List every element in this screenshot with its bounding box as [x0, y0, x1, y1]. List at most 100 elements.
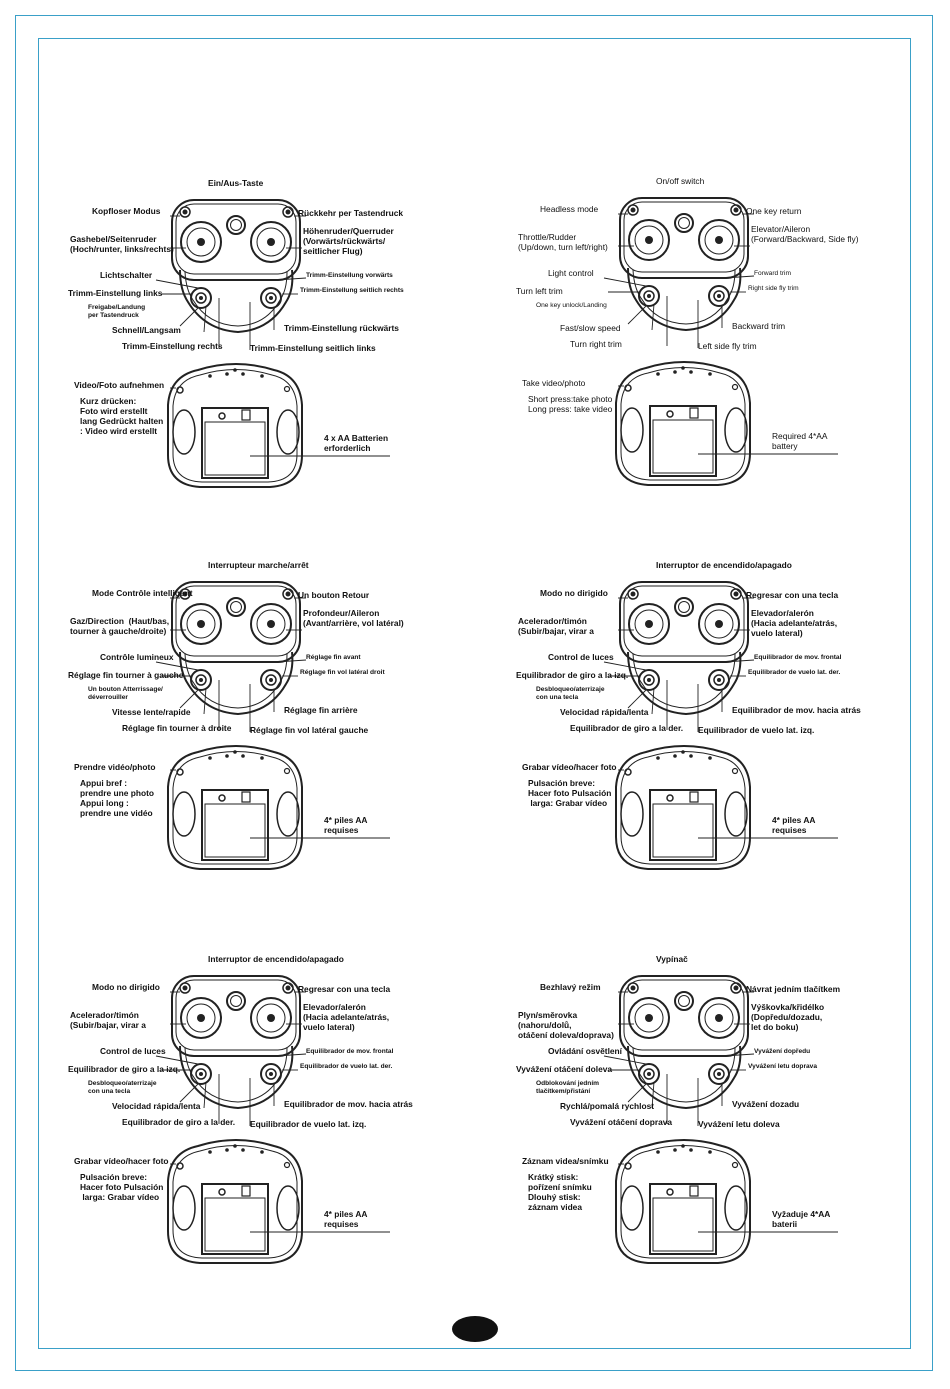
label-side-left: Equilibrador de vuelo lat. izq.	[698, 725, 815, 735]
label-left-trim: Trimm-Einstellung links	[68, 288, 163, 298]
label-light: Control de luces	[548, 652, 614, 662]
label-unlock: Odblokování jedním tlačítkem/přistání	[536, 1080, 600, 1095]
label-headless: Mode Contrôle intelligent	[92, 588, 193, 598]
label-forward-trim: Réglage fin avant	[306, 654, 361, 661]
label-elevator: Höhenruder/Querruder (Vorwärts/rückwärts…	[303, 226, 394, 256]
label-forward-trim: Equilibrador de mov. frontal	[306, 1048, 394, 1055]
label-light: Contrôle lumineux	[100, 652, 174, 662]
label-left-trim: Vyvážení otáčení doleva	[516, 1064, 613, 1074]
label-onoff: Interruptor de encendido/apagado	[656, 560, 792, 570]
label-video: Video/Foto aufnehmen	[74, 380, 165, 390]
transmitter-back	[615, 1139, 751, 1264]
label-right-trim: Trimm-Einstellung rechts	[122, 341, 223, 351]
label-backward: Vyvážení dozadu	[732, 1099, 800, 1109]
leader-lines	[603, 597, 838, 839]
label-light: Lichtschalter	[100, 270, 153, 280]
label-left-trim: Equilibrador de giro a la izq.	[68, 1064, 181, 1074]
leader-lines	[603, 213, 838, 455]
label-unlock: Freigabe/Landung per Tastendruck	[88, 304, 146, 319]
controller-diagram	[603, 581, 838, 870]
label-side-left: Trimm-Einstellung seitlich links	[250, 343, 376, 353]
label-press-info: Kurz drücken: Foto wird erstellt lang Ge…	[80, 396, 164, 436]
transmitter-front	[619, 581, 749, 716]
label-unlock: One key unlock/Landing	[536, 302, 607, 309]
label-side-right: Equilibrador de vuelo lat. der.	[300, 1063, 393, 1070]
label-battery: Vyžaduje 4*AA baterii	[772, 1209, 831, 1229]
label-video: Grabar vídeo/hacer foto	[74, 1156, 169, 1166]
label-throttle: Acelerador/timón (Subir/bajar, virar a	[518, 616, 594, 636]
label-headless: Modo no dirigido	[92, 982, 160, 992]
label-battery: Required 4*AA battery	[772, 431, 828, 451]
label-backward: Backward trim	[732, 321, 786, 331]
label-side-left: Réglage fin vol latéral gauche	[250, 725, 369, 735]
transmitter-back	[167, 1139, 303, 1264]
label-side-right: Trimm-Einstellung seitlich rechts	[300, 287, 404, 294]
label-onekey-return: Regresar con una tecla	[298, 984, 391, 994]
label-forward-trim: Vyvážení dopředu	[754, 1048, 811, 1055]
label-onoff: On/off switch	[656, 176, 705, 186]
label-side-left: Equilibrador de vuelo lat. izq.	[250, 1119, 367, 1129]
label-side-right: Vyvážení letu doprava	[748, 1063, 818, 1070]
label-side-right: Equilibrador de vuelo lat. der.	[748, 669, 841, 676]
label-side-right: Réglage fin vol latéral droit	[300, 669, 385, 676]
label-elevator: Elevator/Aileron (Forward/Backward, Side…	[751, 224, 859, 244]
label-onoff: Interrupteur marche/arrêt	[208, 560, 309, 570]
label-onoff: Ein/Aus-Taste	[208, 178, 264, 188]
label-backward: Réglage fin arrière	[284, 705, 358, 715]
label-onekey-return: One key return	[746, 206, 802, 216]
label-speed: Fast/slow speed	[560, 323, 621, 333]
label-throttle: Throttle/Rudder (Up/down, turn left/righ…	[518, 232, 608, 252]
label-light: Ovládání osvětlení	[548, 1046, 623, 1056]
label-onoff: Interruptor de encendido/apagado	[208, 954, 344, 964]
leader-lines	[155, 215, 390, 457]
label-onekey-return: Rückkehr per Tastendruck	[298, 208, 404, 218]
label-press-info: Appui bref : prendre une photo Appui lon…	[80, 778, 154, 818]
label-side-left: Left side fly trim	[698, 341, 757, 351]
controller-diagram	[603, 975, 838, 1264]
label-headless: Modo no dirigido	[540, 588, 608, 598]
label-battery: 4 x AA Batterien erforderlich	[324, 433, 389, 453]
label-elevator: Profondeur/Aileron (Avant/arrière, vol l…	[303, 608, 404, 628]
transmitter-back	[615, 745, 751, 870]
transmitter-front	[171, 581, 301, 716]
label-video: Grabar vídeo/hacer foto	[522, 762, 617, 772]
label-speed: Velocidad rápida/lenta	[560, 707, 649, 717]
label-right-trim: Turn right trim	[570, 339, 622, 349]
label-side-left: Vyvážení letu doleva	[698, 1119, 780, 1129]
label-onoff: Vypínač	[656, 954, 688, 964]
label-press-info: Pulsación breve: Hacer foto Pulsación la…	[528, 778, 612, 808]
page-number-badge	[452, 1316, 498, 1342]
label-right-trim: Equilibrador de giro a la der.	[122, 1117, 236, 1127]
label-elevator: Výškovka/křidélko (Dopředu/dozadu, let d…	[751, 1002, 825, 1032]
label-backward: Equilibrador de mov. hacia atrás	[284, 1099, 413, 1109]
label-unlock: Desbloqueo/aterrizaje con una tecla	[536, 686, 605, 701]
label-video: Záznam videa/snímku	[522, 1156, 609, 1166]
transmitter-front	[171, 975, 301, 1110]
transmitter-back	[167, 363, 303, 488]
label-speed: Vitesse lente/rapide	[112, 707, 191, 717]
label-press-info: Krátký stisk: pořízení snímku Dlouhý sti…	[528, 1172, 592, 1212]
label-battery: 4* piles AA requises	[772, 815, 816, 835]
label-elevator: Elevador/alerón (Hacia adelante/atrás, v…	[751, 608, 838, 638]
label-left-trim: Equilibrador de giro a la izq.	[516, 670, 629, 680]
label-speed: Rychlá/pomalá rychlost	[560, 1101, 655, 1111]
label-headless: Kopfloser Modus	[92, 206, 161, 216]
label-side-right: Right side fly trim	[748, 285, 799, 292]
label-video: Prendre vidéo/photo	[74, 762, 156, 772]
label-forward-trim: Trimm-Einstellung vorwärts	[306, 272, 393, 279]
label-right-trim: Réglage fin tourner à droite	[122, 723, 232, 733]
label-throttle: Gaz/Direction (Haut/bas, tourner à gauch…	[70, 616, 170, 636]
page-border-outer	[15, 15, 933, 1371]
label-throttle: Acelerador/timón (Subir/bajar, virar a	[70, 1010, 146, 1030]
label-right-trim: Vyvážení otáčení doprava	[570, 1117, 673, 1127]
controller-diagram	[155, 199, 390, 488]
label-onekey-return: Un bouton Retour	[298, 590, 370, 600]
label-throttle: Gashebel/Seitenruder (Hoch/runter, links…	[70, 234, 174, 254]
label-onekey-return: Návrat jedním tlačítkem	[746, 984, 841, 994]
